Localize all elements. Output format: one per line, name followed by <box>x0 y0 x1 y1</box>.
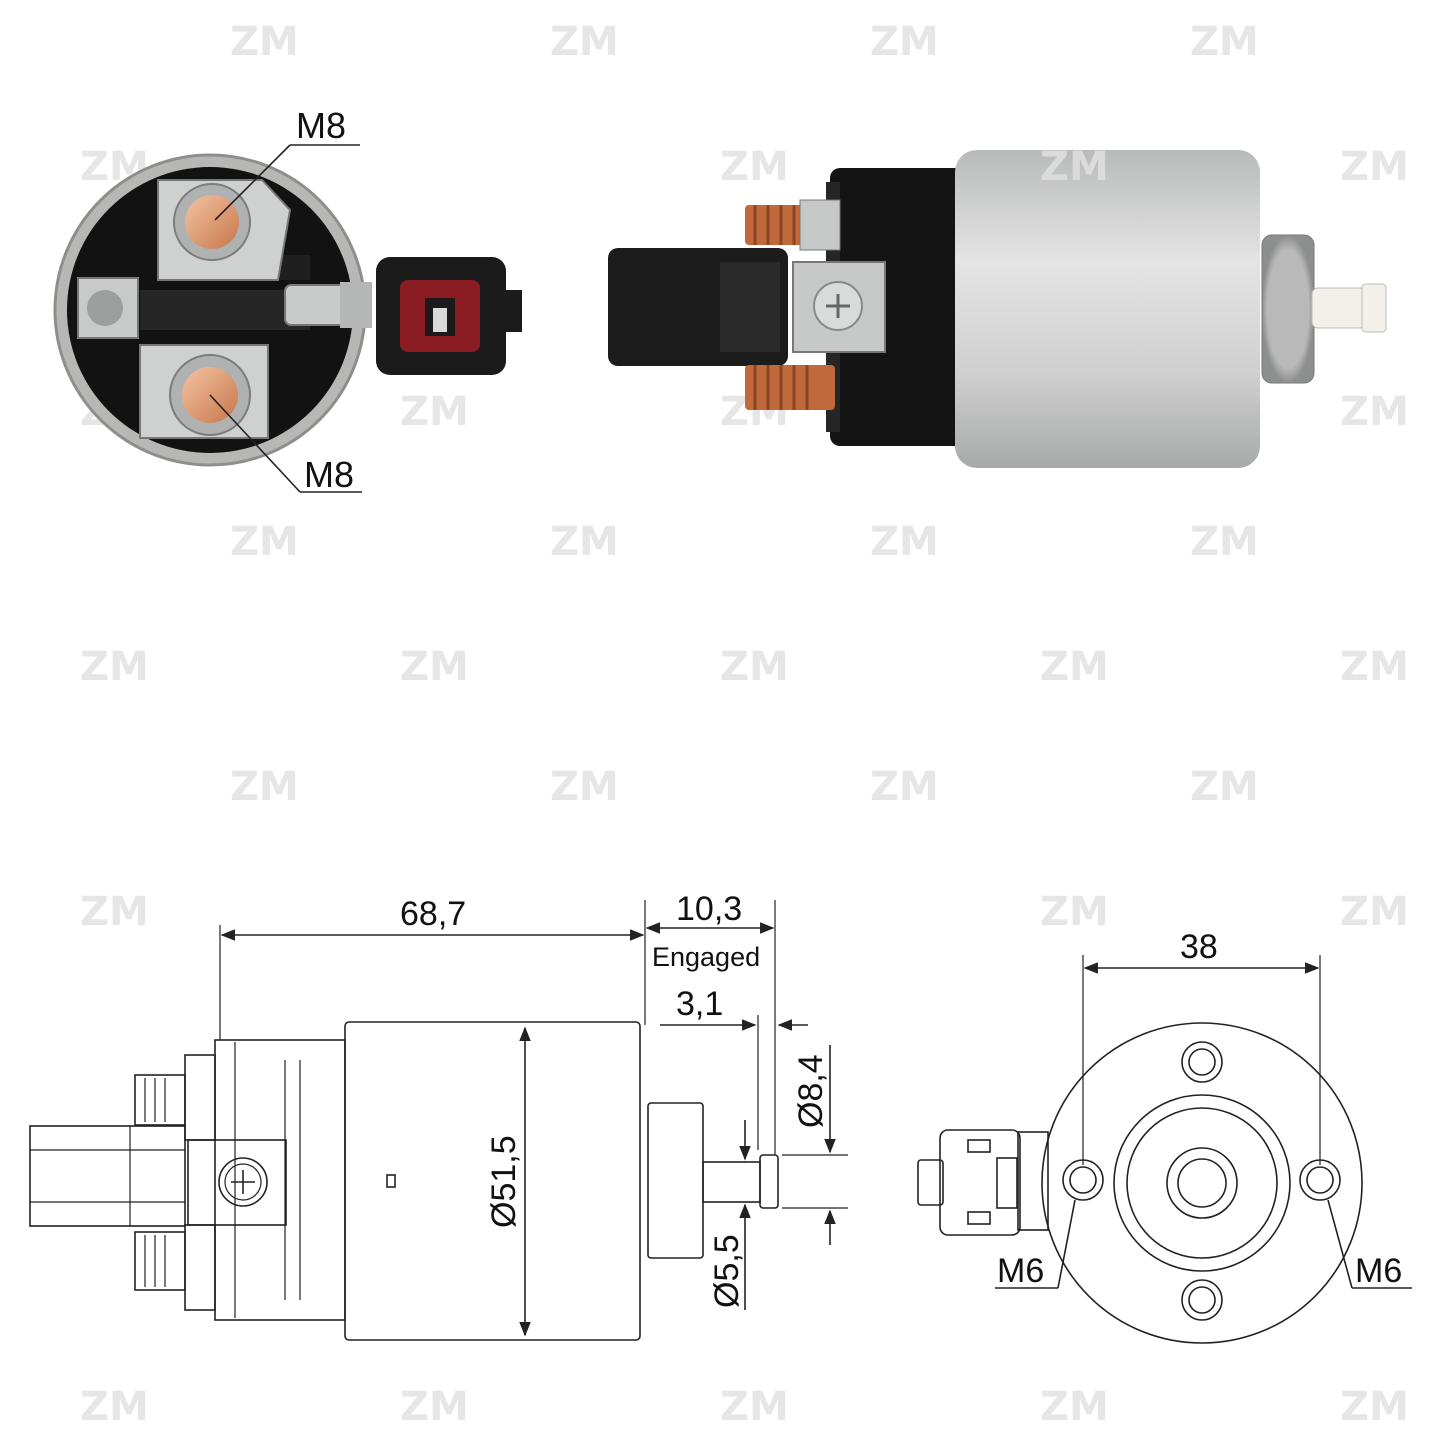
copper-stud-bottom <box>745 365 835 410</box>
watermark-text: ZM <box>1190 764 1259 810</box>
watermark-text: ZM <box>1340 889 1409 935</box>
drawing-front-view: 38 M6 M6 <box>917 928 1412 1344</box>
watermark-text: ZM <box>400 389 469 435</box>
watermark-text: ZM <box>230 519 299 565</box>
terminal-bottom-label: M8 <box>304 454 354 495</box>
copper-stud-top <box>745 199 841 251</box>
watermark-text: ZM <box>550 19 619 65</box>
watermark-text: ZM <box>1190 19 1259 65</box>
watermark-text: ZM <box>230 764 299 810</box>
hole-spacing-label: 38 <box>1180 928 1218 966</box>
watermark-text: ZM <box>1040 644 1109 690</box>
watermark-text: ZM <box>870 19 939 65</box>
watermark-text: ZM <box>1190 519 1259 565</box>
body-diameter-label: Ø51,5 <box>485 1135 523 1228</box>
terminal-top-label: M8 <box>296 105 346 146</box>
watermark-text: ZM <box>400 1384 469 1430</box>
photo-side-view: ZM <box>608 144 1387 468</box>
watermark-text: ZM <box>1040 889 1109 935</box>
watermark-text: ZM <box>870 519 939 565</box>
drawing-side-view: 68,7 10,3 Engaged 3,1 Ø8,4 Ø51,5 Ø5,5 <box>29 890 848 1341</box>
right-hole-label: M6 <box>1355 1252 1402 1290</box>
left-hole-label: M6 <box>997 1252 1044 1290</box>
photo-end-view: M8 M8 <box>53 105 522 495</box>
watermark-text: ZM <box>80 889 149 935</box>
watermark-text: ZM <box>1340 144 1409 190</box>
watermark-text: ZM <box>80 644 149 690</box>
watermark-text: ZM <box>400 644 469 690</box>
watermark-text: ZM <box>80 1384 149 1430</box>
connector-end <box>376 257 522 375</box>
watermark-text: ZM <box>550 764 619 810</box>
watermark-text: ZM <box>1040 1384 1109 1430</box>
watermark-text: ZM <box>1340 389 1409 435</box>
plunger-travel-label: 10,3 <box>676 890 742 928</box>
watermark-text: ZM <box>870 764 939 810</box>
shaft-diameter-label: Ø5,5 <box>708 1234 746 1308</box>
watermark-text: ZM <box>550 519 619 565</box>
watermark-text: ZM <box>1340 644 1409 690</box>
watermark-text: ZM <box>720 1384 789 1430</box>
length-label: 68,7 <box>400 895 466 933</box>
watermark-text: ZM <box>230 19 299 65</box>
watermark-text: ZM <box>720 144 789 190</box>
tip-length-label: 3,1 <box>676 985 723 1023</box>
bottom-terminal <box>139 344 269 439</box>
watermark-text: ZM <box>1340 1384 1409 1430</box>
tip-diameter-label: Ø8,4 <box>792 1054 830 1128</box>
engaged-label: Engaged <box>652 942 760 972</box>
top-terminal <box>157 179 292 281</box>
housing-label: ZM <box>1040 144 1109 190</box>
watermark-text: ZM <box>720 644 789 690</box>
